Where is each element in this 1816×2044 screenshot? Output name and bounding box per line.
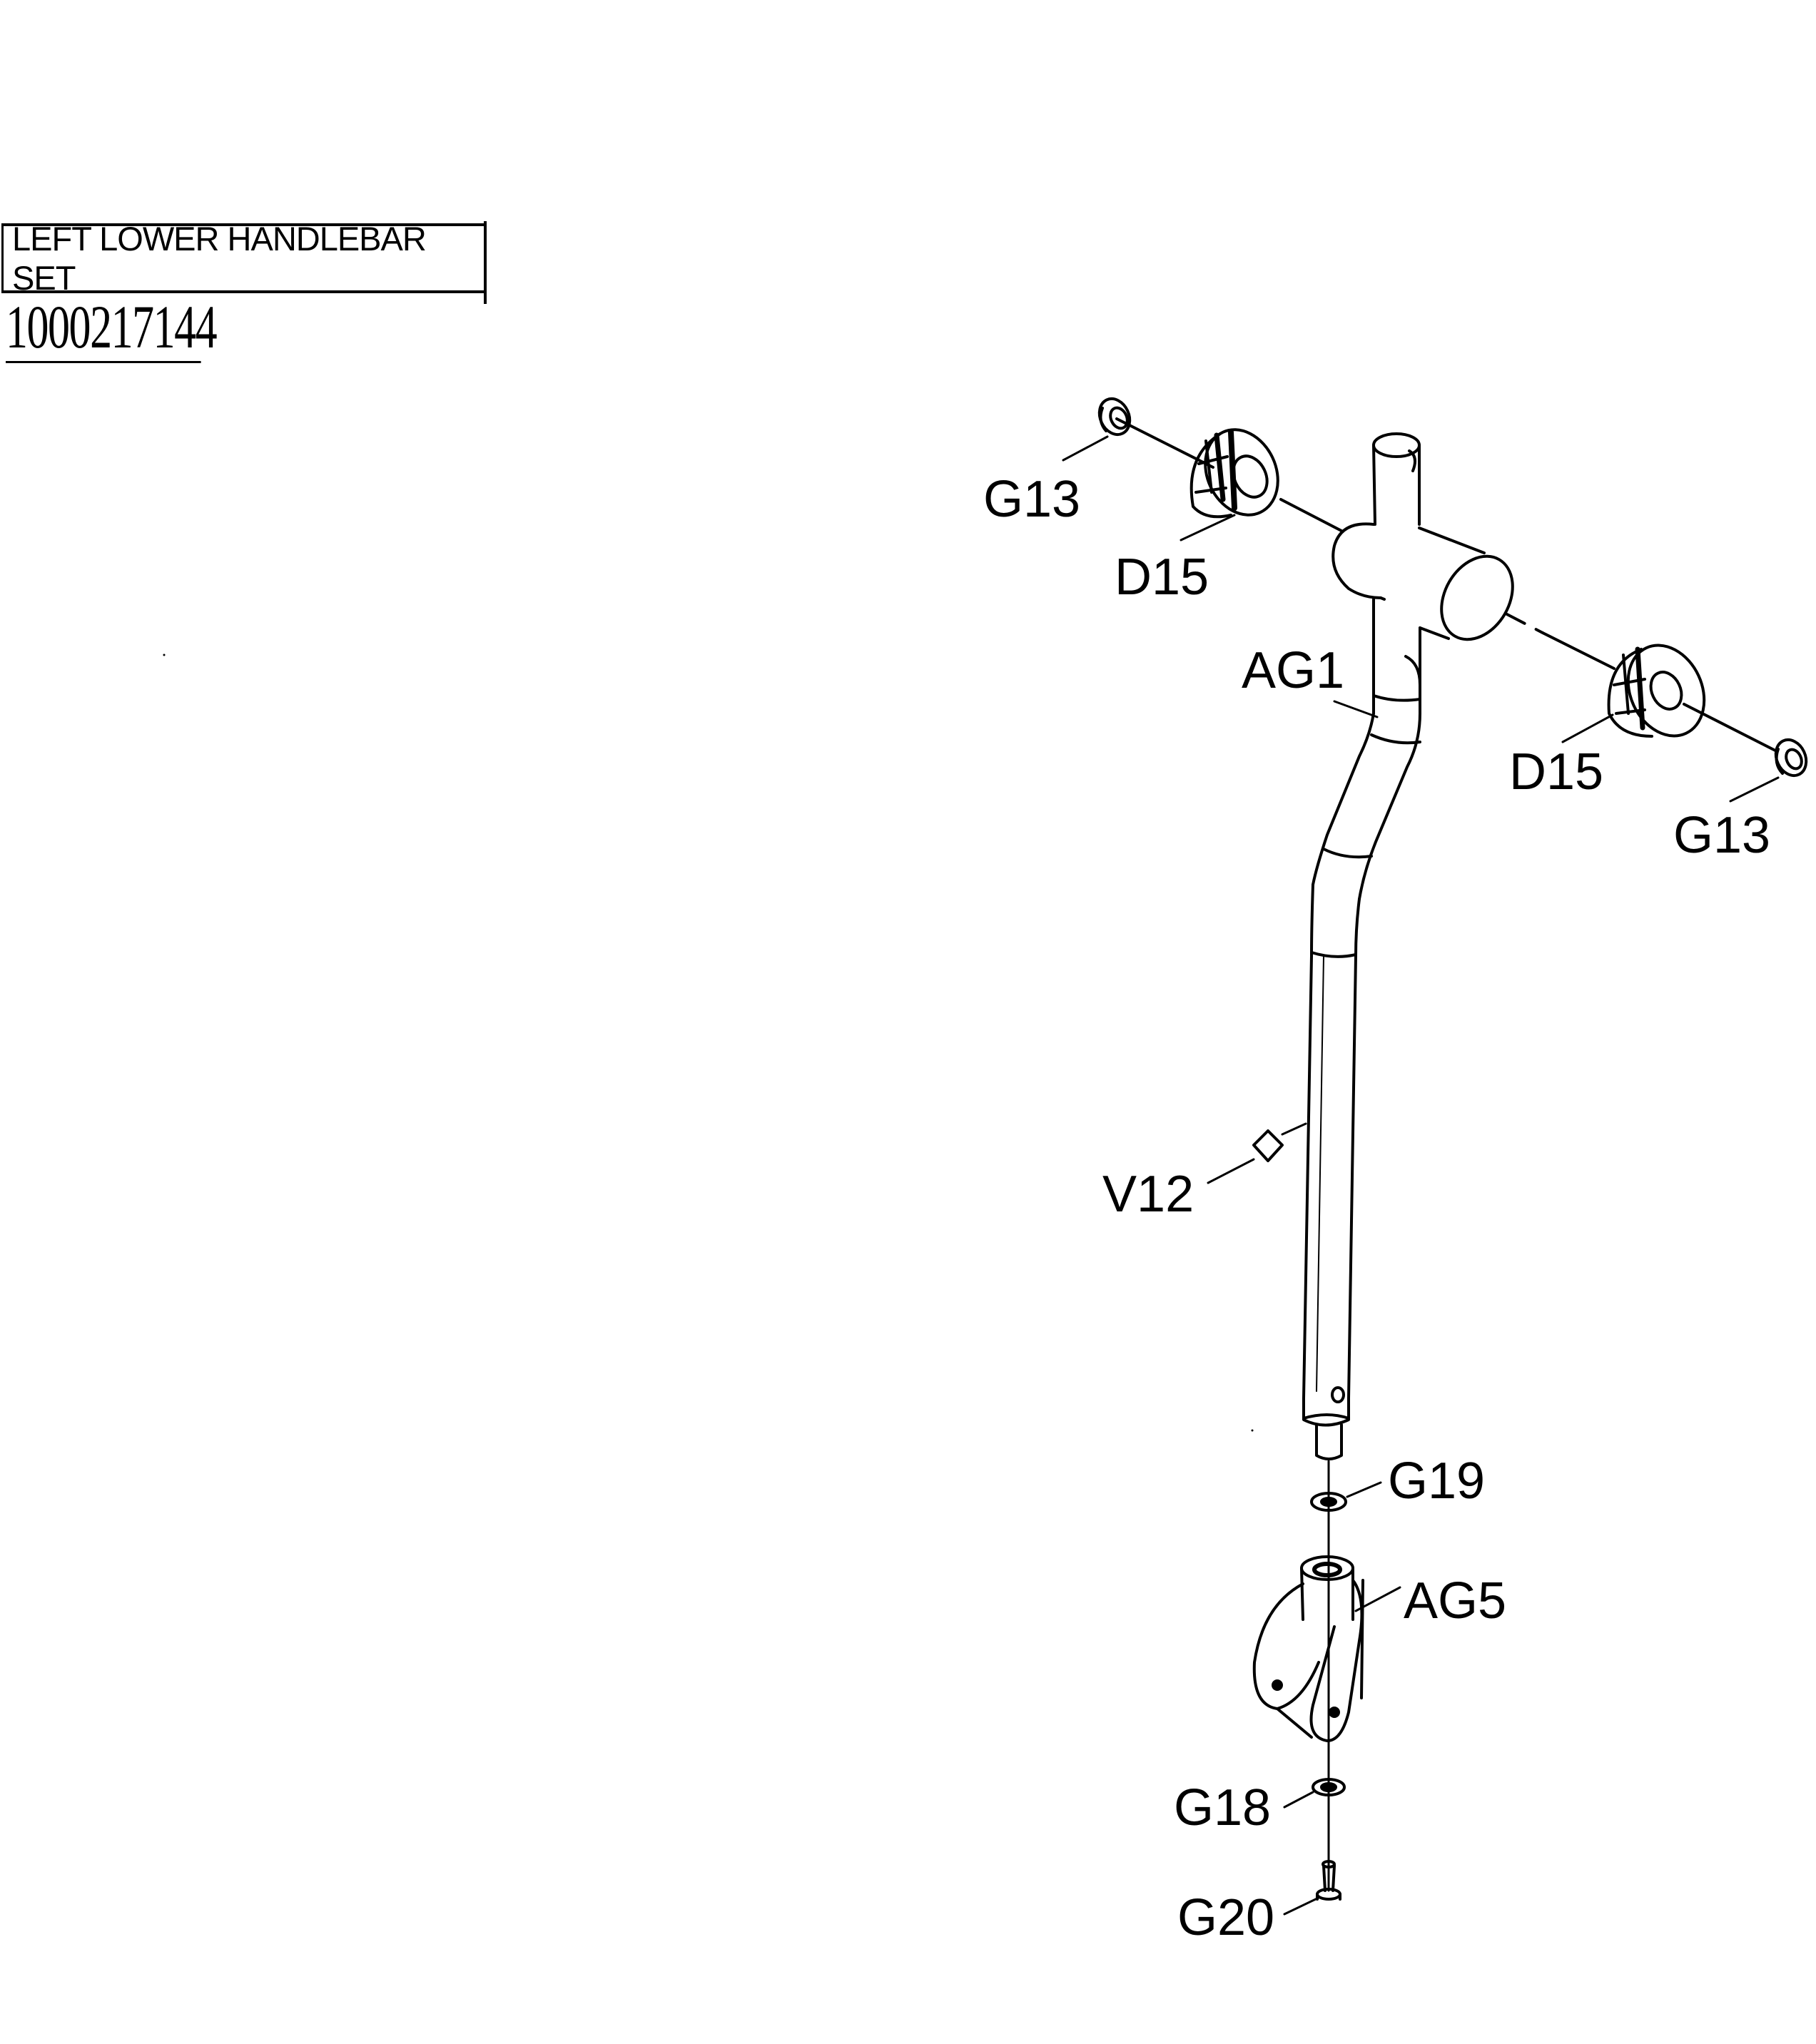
scan-dot — [1251, 1429, 1254, 1432]
washer-g13-right — [1774, 738, 1808, 778]
assembly-title-box: LEFT LOWER HANDLEBAR SET — [1, 220, 487, 304]
callout-v12: V12 — [1102, 1166, 1194, 1223]
callout-g18: G18 — [1174, 1779, 1271, 1836]
callout-d15-right: D15 — [1509, 743, 1603, 800]
callout-d15-top: D15 — [1115, 549, 1209, 606]
callout-labels: G13 D15 AG1 D15 G13 V12 G19 AG5 G18 G20 — [983, 471, 1770, 1946]
callout-g19: G19 — [1388, 1453, 1485, 1510]
fork-bracket-ag5 — [1252, 1555, 1364, 1742]
scan-dot — [163, 654, 166, 656]
handlebar-tube-ag1 — [1302, 432, 1514, 1460]
callout-g13-top: G13 — [983, 471, 1080, 528]
part-number: 1000217144 — [6, 296, 218, 363]
bushing-d15-top — [1189, 428, 1279, 519]
leader-lines — [1062, 435, 1780, 1916]
callout-g20: G20 — [1177, 1889, 1274, 1946]
callout-ag5: AG5 — [1404, 1572, 1506, 1629]
washer-g19 — [1310, 1492, 1347, 1512]
marker-v12 — [1252, 1129, 1284, 1162]
assembly-name: LEFT LOWER HANDLEBAR SET — [12, 220, 427, 297]
bushing-d15-right — [1607, 644, 1706, 738]
washer-g13-top — [1097, 397, 1132, 437]
washer-g18 — [1312, 1778, 1346, 1796]
callout-ag1: AG1 — [1242, 642, 1344, 699]
callout-g13-right: G13 — [1673, 807, 1770, 864]
screw-g20 — [1316, 1860, 1341, 1901]
